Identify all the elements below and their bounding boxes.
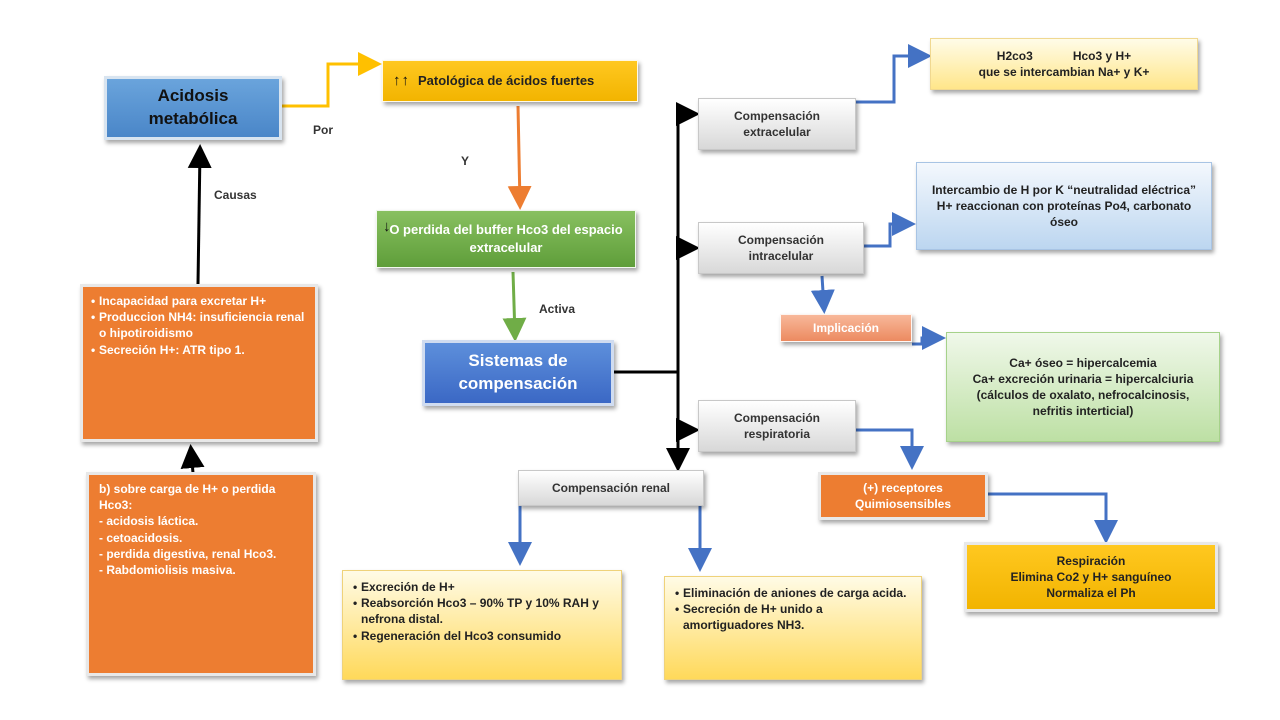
cause-line: - Rabdomiolisis masiva. xyxy=(99,562,236,577)
h2co3-box: H2co3 Hco3 y H+ que se intercambian Na+ … xyxy=(930,38,1198,90)
link-implicacion-calcio xyxy=(912,326,946,350)
cause-line: - cetoacidosis. xyxy=(99,530,183,545)
link-resp-receptores xyxy=(856,428,924,470)
comp-resp-label: Compensación respiratoria xyxy=(733,410,820,441)
renal-aniones-list: Eliminación de aniones de carga acida. S… xyxy=(675,585,911,634)
link-receptores-respiracion xyxy=(988,492,1118,544)
sistemas-compensacion-box: Sistemas de compensación xyxy=(422,340,614,406)
h2co3-line2: que se intercambian Na+ y K+ xyxy=(978,65,1150,79)
respiracion-box: Respiración Elimina Co2 y H+ sanguíneo N… xyxy=(964,542,1218,612)
intercambio-line1: Intercambio de H por K “neutralidad eléc… xyxy=(931,182,1197,197)
link-sistemas-trunk xyxy=(610,352,678,374)
double-up-arrow-icon: ↑↑ xyxy=(393,71,410,89)
link-intra-intercambio xyxy=(864,212,916,248)
sistemas-title: Sistemas de compensación xyxy=(458,351,578,393)
comp-intra-label: Compensación intracelular xyxy=(737,232,824,263)
respiracion-line: Elimina Co2 y H+ sanguíneo xyxy=(1010,569,1172,584)
h2co3-line1: H2co3 Hco3 y H+ xyxy=(997,48,1131,64)
compensacion-respiratoria-box: Compensación respiratoria xyxy=(698,400,856,452)
link-extra-h2co3 xyxy=(856,44,932,104)
link-perdida-sistemas xyxy=(502,271,527,342)
renal-item: Excreción de H+ xyxy=(353,579,611,595)
patologica-box: ↑↑ Patológica de ácidos fuertes xyxy=(382,60,638,102)
acidosis-metabolica-box: Acidosis metabólica xyxy=(104,76,282,140)
comp-extra-label: Compensación extracelular xyxy=(733,108,820,139)
label-activa: Activa xyxy=(539,302,576,316)
cause-line: - acidosis láctica. xyxy=(99,514,199,529)
renal-aniones-box: Eliminación de aniones de carga acida. S… xyxy=(664,576,922,680)
calcio-box: Ca+ óseo = hipercalcemia Ca+ excreción u… xyxy=(946,332,1220,442)
causes-primary-list: Incapacidad para excretar H+ Produccion … xyxy=(91,293,307,358)
respiracion-line: Normaliza el Ph xyxy=(1046,586,1136,601)
link-patologica-perdida xyxy=(507,105,532,210)
label-causas: Causas xyxy=(214,188,257,202)
cause-line: b) sobre carga de H+ o perdida Hco3: xyxy=(99,482,276,513)
implicacion-label: Implicación xyxy=(812,320,880,335)
implicacion-box: Implicación xyxy=(780,314,912,342)
link-causes2-causes1 xyxy=(180,444,205,474)
receptores-box: (+) receptores Quimiosensibles xyxy=(818,472,988,520)
renal-item: Eliminación de aniones de carga acida. xyxy=(675,585,911,601)
renal-item: Regeneración del Hco3 consumido xyxy=(353,628,611,644)
comp-renal-label: Compensación renal xyxy=(551,480,671,495)
causes-primary-box: Incapacidad para excretar H+ Produccion … xyxy=(80,284,318,442)
label-y: Y xyxy=(461,154,470,168)
compensacion-extracelular-box: Compensación extracelular xyxy=(698,98,856,150)
intercambio-box: Intercambio de H por K “neutralidad eléc… xyxy=(916,162,1212,250)
intercambio-line2: H+ reaccionan con proteínas Po4, carbona… xyxy=(936,198,1192,230)
renal-excrecion-list: Excreción de H+ Reabsorción Hco3 – 90% T… xyxy=(353,579,611,644)
h2co3-left: H2co3 xyxy=(996,48,1033,63)
causes-secondary-box: b) sobre carga de H+ o perdida Hco3: - a… xyxy=(86,472,316,676)
compensacion-intracelular-box: Compensación intracelular xyxy=(698,222,864,274)
acidosis-title: Acidosis metabólica xyxy=(148,86,238,128)
receptores-label: (+) receptores Quimiosensibles xyxy=(854,480,952,511)
link-intra-implicacion xyxy=(810,275,835,314)
cause-item: Produccion NH4: insuficiencia renal o hi… xyxy=(91,309,307,341)
link-acidosis-patologica xyxy=(282,52,382,108)
renal-excrecion-box: Excreción de H+ Reabsorción Hco3 – 90% T… xyxy=(342,570,622,680)
cause-item: Incapacidad para excretar H+ xyxy=(91,293,307,309)
renal-item: Reabsorción Hco3 – 90% TP y 10% RAH y ne… xyxy=(353,595,611,627)
label-por: Por xyxy=(313,123,334,137)
perdida-text: O perdida del buffer Hco3 del espacio ex… xyxy=(389,222,623,255)
compensacion-renal-box: Compensación renal xyxy=(518,470,704,506)
cause-item: Secreción H+: ATR tipo 1. xyxy=(91,342,307,358)
link-causes-acidosis xyxy=(187,144,212,285)
calcio-line: Ca+ excreción urinaria = hipercalciuria … xyxy=(972,371,1194,419)
h2co3-right: Hco3 y H+ xyxy=(1072,48,1132,63)
patologica-text: Patológica de ácidos fuertes xyxy=(418,73,595,89)
down-arrow-icon: ↓ xyxy=(383,218,392,235)
perdida-buffer-box: ↓ O perdida del buffer Hco3 del espacio … xyxy=(376,210,636,268)
respiracion-line: Respiración xyxy=(1056,553,1126,568)
calcio-line: Ca+ óseo = hipercalcemia xyxy=(1009,355,1157,370)
renal-item: Secreción de H+ unido a amortiguadores N… xyxy=(675,601,911,633)
cause-line: - perdida digestiva, renal Hco3. xyxy=(99,546,277,561)
